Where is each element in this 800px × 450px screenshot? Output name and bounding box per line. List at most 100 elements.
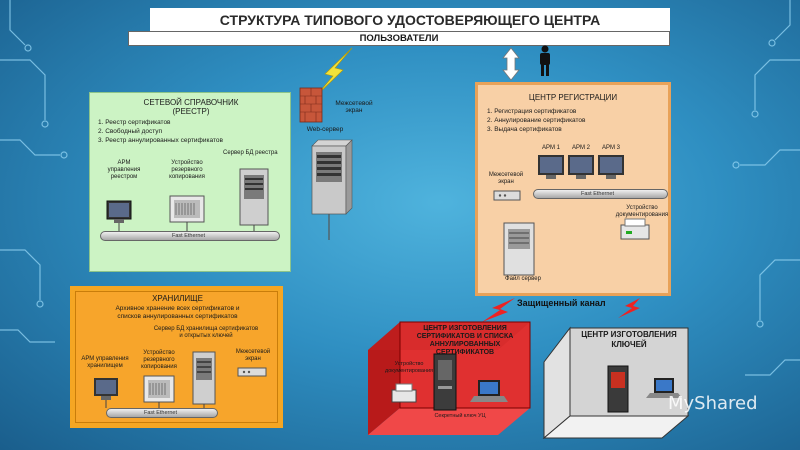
key-server-icon (607, 365, 629, 413)
directory-title: СЕТЕВОЙ СПРАВОЧНИК (РЕЕСТР) (90, 98, 292, 116)
db-server-icon (239, 168, 269, 226)
registration-firewall-label: Межсетевой экран (484, 172, 528, 186)
monitor-icon (106, 200, 132, 223)
arm2-monitor-icon (568, 155, 594, 179)
circuit-decoration (0, 0, 800, 376)
arm1-monitor-icon (538, 155, 564, 179)
doc-device-label: Устройство документирования (613, 205, 671, 219)
arm3-monitor-icon (598, 155, 624, 179)
directory-bus (100, 231, 280, 241)
storage-db-line1: Сервер БД хранилища сертификатов (153, 326, 259, 332)
page-title: СТРУКТУРА ТИПОВОГО УДОСТОВЕРЯЮЩЕГО ЦЕНТР… (150, 8, 670, 32)
storage-arm-line2: хранилищем (87, 363, 123, 369)
storage-devices (94, 351, 267, 408)
storage-bus (106, 408, 218, 418)
doc-device-line1: Устройство (626, 205, 658, 211)
firewall-top-icon (299, 87, 323, 123)
storage-panel: ХРАНИЛИЩЕ Архивное хранение всех сертифи… (75, 291, 278, 423)
storage-bus-label: Fast Ethernet (144, 410, 178, 416)
cert-center-title-line2: СЕРТИФИКАТОВ И СПИСКА (416, 333, 514, 340)
directory-arm-label: АРМ управления реестром (102, 160, 146, 181)
directory-arm-line3: реестром (110, 174, 138, 180)
lightning-channel-icon (482, 298, 515, 322)
list-item: 2. Свободный доступ (98, 128, 163, 135)
key-center-title-line2: КЛЮЧЕЙ (611, 340, 647, 349)
registration-title: ЦЕНТР РЕГИСТРАЦИИ (528, 93, 618, 102)
firewall-top-line1: Межсетевой (335, 100, 373, 107)
directory-backup-line3: копирования (169, 174, 205, 180)
cert-center-title-line3: АННУЛИРОВАННЫХ СЕРТИФИКАТОВ (429, 341, 501, 356)
registration-firewall-line2: экран (498, 179, 514, 185)
file-server-icon (503, 222, 535, 276)
registration-bus (533, 189, 668, 199)
directory-list: 1. Реестр сертификатов 2. Свободный дост… (98, 118, 223, 145)
storage-desc-line2: списков аннулированных сертификатов (117, 313, 238, 320)
watermark-text: MyShared (668, 393, 758, 414)
storage-backup-label: Устройство резервного копирования (134, 350, 184, 371)
firewall-top-line2: экран (345, 107, 363, 114)
backup-device-icon (169, 195, 205, 223)
arm1-label: АРМ 1 (542, 145, 560, 151)
directory-backup-label: Устройство резервного копирования (162, 160, 212, 181)
printer-icon (620, 218, 650, 240)
storage-firewall-line1: Межсетевой (235, 349, 271, 355)
web-server-label: Web-сервер (306, 126, 344, 133)
storage-arm-label: АРМ управления хранилищем (76, 356, 134, 370)
storage-backup-line2: резервного (143, 357, 175, 363)
directory-backup-line2: резервного (171, 167, 203, 173)
storage-firewall-icon (237, 367, 267, 377)
storage-desc-line1: Архивное хранение всех сертификатов и (115, 305, 240, 312)
cert-device-label: Устройство документирования (384, 361, 434, 375)
registration-devices (493, 155, 650, 276)
storage-desc: Архивное хранение всех сертификатов и сп… (76, 305, 279, 321)
storage-backup-line3: копирования (141, 364, 177, 370)
directory-title-line2: (РЕЕСТР) (172, 107, 210, 116)
list-item: 2. Аннулирование сертификатов (487, 117, 586, 124)
directory-arm-line2: управления (107, 167, 141, 173)
directory-devices (106, 168, 269, 231)
cert-center-room (368, 321, 531, 435)
list-item: 1. Реестр сертификатов (98, 119, 171, 126)
key-laptop-icon (646, 378, 682, 398)
storage-db-label: Сервер БД хранилища сертификатов и откры… (136, 326, 276, 340)
secret-key-label: Секретный ключ УЦ (434, 413, 486, 419)
storage-firewall-label: Межсетевой экран (228, 349, 278, 363)
directory-backup-line1: Устройство (171, 160, 203, 166)
arm3-label: АРМ 3 (602, 145, 620, 151)
person-icon (540, 45, 550, 76)
key-center-title-line1: ЦЕНТР ИЗГОТОВЛЕНИЯ (581, 330, 677, 339)
list-item: 3. Реестр аннулированных сертификатов (98, 137, 223, 144)
key-center-title: ЦЕНТР ИЗГОТОВЛЕНИЯ КЛЮЧЕЙ (574, 330, 684, 350)
storage-db-server-icon (192, 351, 216, 405)
directory-arm-line1: АРМ (117, 160, 131, 166)
storage-firewall-line2: экран (245, 356, 261, 362)
directory-title-line1: СЕТЕВОЙ СПРАВОЧНИК (143, 98, 239, 107)
registration-firewall-icon (493, 190, 521, 201)
key-center-room (542, 326, 690, 440)
list-item: 3. Выдача сертификатов (487, 126, 562, 133)
directory-bus-label: Fast Ethernet (172, 233, 206, 239)
firewall-top-label: Межсетевой экран (330, 100, 378, 114)
web-server-icon (311, 139, 353, 215)
registration-bus-label: Fast Ethernet (581, 191, 615, 197)
storage-backup-device-icon (143, 375, 175, 403)
directory-panel: СЕТЕВОЙ СПРАВОЧНИК (РЕЕСТР) 1. Реестр се… (89, 92, 291, 272)
doc-device-line2: документирования (615, 212, 669, 218)
directory-db-server-label: Сервер БД реестра (223, 150, 278, 156)
registration-list: 1. Регистрация сертификатов 2. Аннулиров… (487, 107, 586, 134)
users-bar: ПОЛЬЗОВАТЕЛИ (128, 31, 670, 46)
registration-firewall-line1: Межсетевой (488, 172, 524, 178)
list-item: 1. Регистрация сертификатов (487, 108, 577, 115)
file-server-label: Файл сервер (505, 276, 541, 282)
arm2-label: АРМ 2 (572, 145, 590, 151)
secure-channel-label: Защищенный канал (517, 298, 606, 308)
users-arrow (502, 47, 520, 81)
cert-center-title: ЦЕНТР ИЗГОТОВЛЕНИЯ СЕРТИФИКАТОВ И СПИСКА… (400, 325, 530, 357)
storage-db-line2: и открытых ключей (179, 333, 233, 339)
storage-title: ХРАНИЛИЩЕ (152, 294, 203, 303)
lightning-channel-icon-2 (618, 298, 640, 318)
storage-arm-line1: АРМ управления (81, 356, 129, 362)
cert-laptop-icon (470, 380, 508, 402)
cert-server-icon (433, 353, 457, 411)
